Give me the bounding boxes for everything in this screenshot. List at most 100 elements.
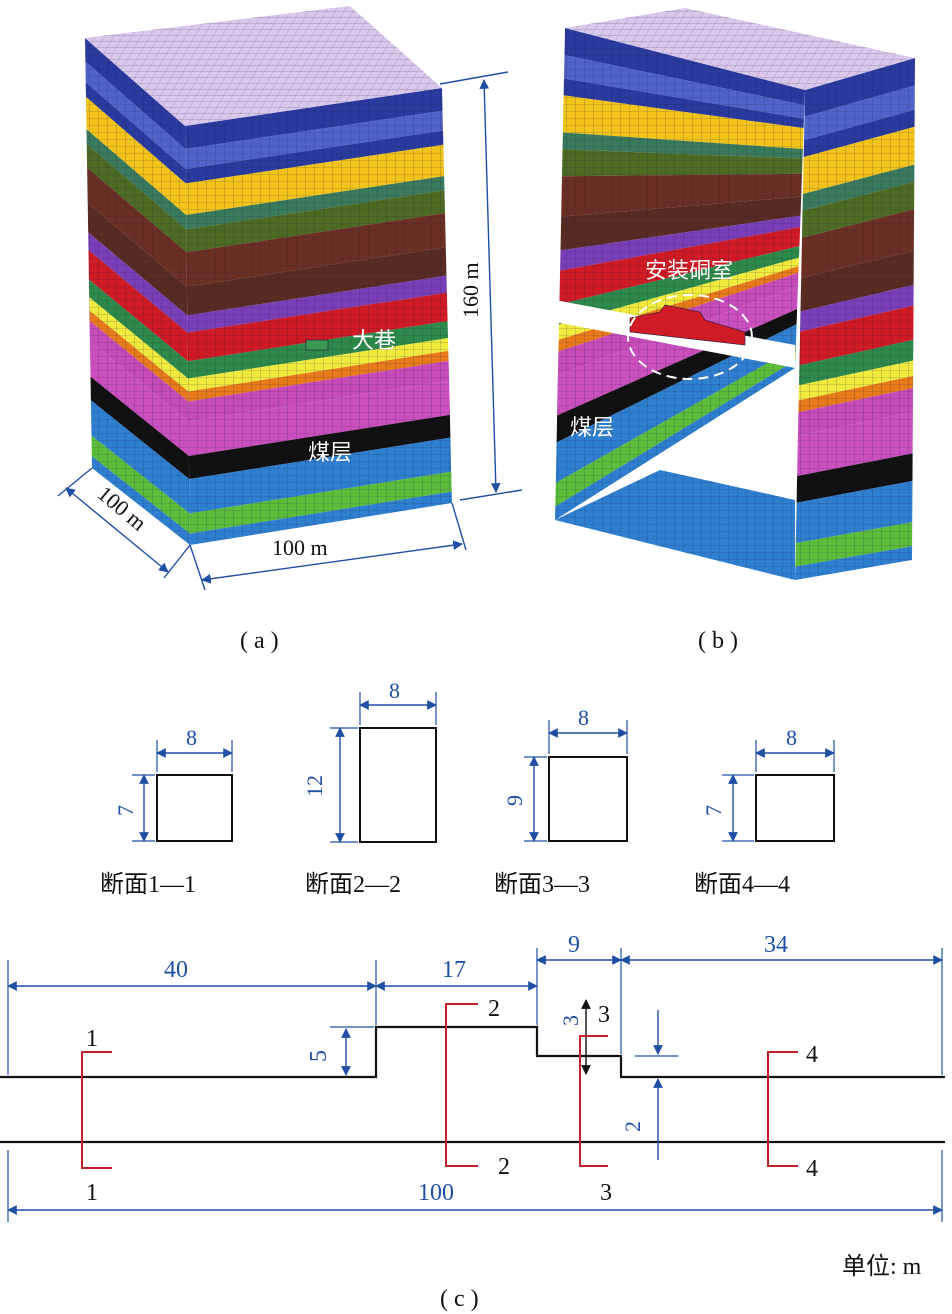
b-right-mesh-14 [797, 388, 913, 436]
a-right-mesh-7 [186, 213, 446, 287]
a-right-mesh-5 [186, 176, 445, 230]
cut-label-2-top: 2 [488, 996, 500, 1022]
dim-width-ext-left [189, 544, 206, 591]
dim-depth-line [65, 487, 169, 573]
section-4-height-label: 7 [701, 805, 726, 816]
a-right-mesh-10 [187, 292, 448, 362]
section-4-outline [755, 774, 835, 842]
panel-a-top-mesh [85, 6, 442, 126]
b-left-mesh-10 [559, 227, 801, 305]
section-1-outline [156, 774, 233, 842]
panel-b-right-face [795, 58, 915, 580]
a-right-mesh-19 [189, 491, 452, 545]
a-right-mesh-3 [185, 130, 444, 184]
section-2-height-label: 12 [302, 775, 327, 797]
a-right-mesh-14 [188, 360, 450, 422]
b-right-mesh-12 [798, 360, 914, 401]
b-left-mesh-9 [560, 215, 801, 271]
a-left-mesh-6 [86, 144, 187, 253]
a-right-mesh-1 [185, 88, 443, 149]
a-left-mesh-16 [90, 376, 190, 479]
section-2-width-label: 8 [389, 678, 400, 703]
b-right-mesh-1 [804, 58, 915, 117]
a-right-mesh-18 [189, 471, 452, 534]
a-right-mesh-4 [185, 144, 445, 215]
section-4-name: 断面4—4 [694, 871, 790, 898]
cut-label-2-bottom: 2 [498, 1154, 510, 1180]
section-3-name: 断面3—3 [494, 871, 590, 898]
a-left-mesh-9 [88, 232, 188, 333]
section-1-height-label: 7 [113, 805, 138, 816]
a-right-mesh-6 [186, 190, 445, 253]
b-right-mesh-13 [798, 376, 914, 413]
section-3-height-label: 9 [502, 795, 527, 806]
section-1-name: 断面1—1 [100, 871, 196, 898]
cut-line-1 [81, 1051, 112, 1169]
dim-depth-ext-back [57, 467, 93, 497]
b-right-mesh-3 [803, 109, 915, 158]
a-left-mesh-17 [90, 400, 190, 514]
b-left-mesh-3 [563, 78, 804, 129]
a-left-mesh-15 [89, 341, 189, 456]
b-left-mesh-4 [562, 95, 804, 149]
b-left-mesh-8 [560, 196, 802, 251]
section-2-name: 断面2—2 [305, 871, 401, 898]
panel-a-caption: ( a ) [240, 628, 279, 654]
b-left-mesh-5 [562, 132, 803, 159]
plan-dim-2: 2 [620, 1121, 645, 1132]
section-4-width-label: 8 [786, 725, 797, 750]
a-right-mesh-12 [188, 338, 449, 392]
plan-dim-17: 17 [442, 957, 466, 983]
section-4: 8 7 断面4—4 [694, 725, 835, 898]
panel-a-roadway-block [305, 339, 329, 351]
a-right-mesh-16 [188, 414, 451, 479]
section-3: 8 9 断面3—3 [494, 705, 628, 898]
unit-label: 单位: m [842, 1253, 922, 1280]
a-left-mesh-7 [87, 167, 187, 287]
a-left-mesh-1 [85, 38, 186, 149]
a-right-mesh-15 [188, 380, 450, 456]
dim-height-ext-bottom [459, 489, 523, 501]
b-left-mesh-15 [557, 286, 798, 416]
cut-line-4 [767, 1051, 798, 1167]
b-right-mesh-17 [795, 480, 913, 544]
a-left-mesh-12 [89, 297, 189, 392]
panel-b-chamber [629, 304, 746, 346]
cut-line-2 [445, 1003, 478, 1167]
a-left-mesh-8 [87, 202, 188, 316]
b-right-mesh-7 [801, 209, 915, 278]
a-right-mesh-9 [187, 275, 447, 333]
b-left-mesh-19 [555, 360, 796, 520]
dim-height-ext-top [439, 71, 509, 85]
dim-height-label: 160 m [458, 262, 483, 318]
section-1: 8 7 断面1—1 [100, 725, 233, 898]
section-1-width-label: 8 [186, 725, 197, 750]
dim-height-line [479, 79, 501, 493]
plan-dim-3: 3 [558, 1015, 583, 1026]
dim-width-label: 100 m [272, 535, 328, 560]
b-right-mesh-19 [795, 546, 913, 580]
cut-label-3-bottom: 3 [600, 1180, 612, 1206]
b-right-mesh-8 [800, 250, 914, 312]
b-right-mesh-16 [796, 453, 913, 503]
cut-label-4-top: 4 [806, 1042, 818, 1068]
cut-label-1-top: 1 [86, 1026, 98, 1052]
b-left-mesh-1 [564, 28, 805, 106]
a-left-mesh-11 [88, 279, 188, 379]
dim-width-line [201, 540, 463, 584]
section-3-width-label: 8 [578, 705, 589, 730]
a-right-mesh-13 [188, 350, 449, 402]
b-left-mesh-18 [555, 347, 796, 507]
panel-a-label-roadway: 大巷 [352, 328, 396, 353]
a-left-mesh-13 [89, 310, 189, 402]
b-left-mesh-2 [564, 55, 805, 119]
b-left-mesh-7 [561, 173, 802, 217]
b-left-mesh-11 [559, 246, 800, 325]
a-right-mesh-2 [185, 110, 444, 169]
b-left-mesh-6 [562, 149, 803, 177]
section-2: 8 12 断面2—2 [302, 678, 437, 898]
a-right-mesh-17 [189, 437, 452, 514]
b-right-mesh-11 [799, 339, 914, 386]
